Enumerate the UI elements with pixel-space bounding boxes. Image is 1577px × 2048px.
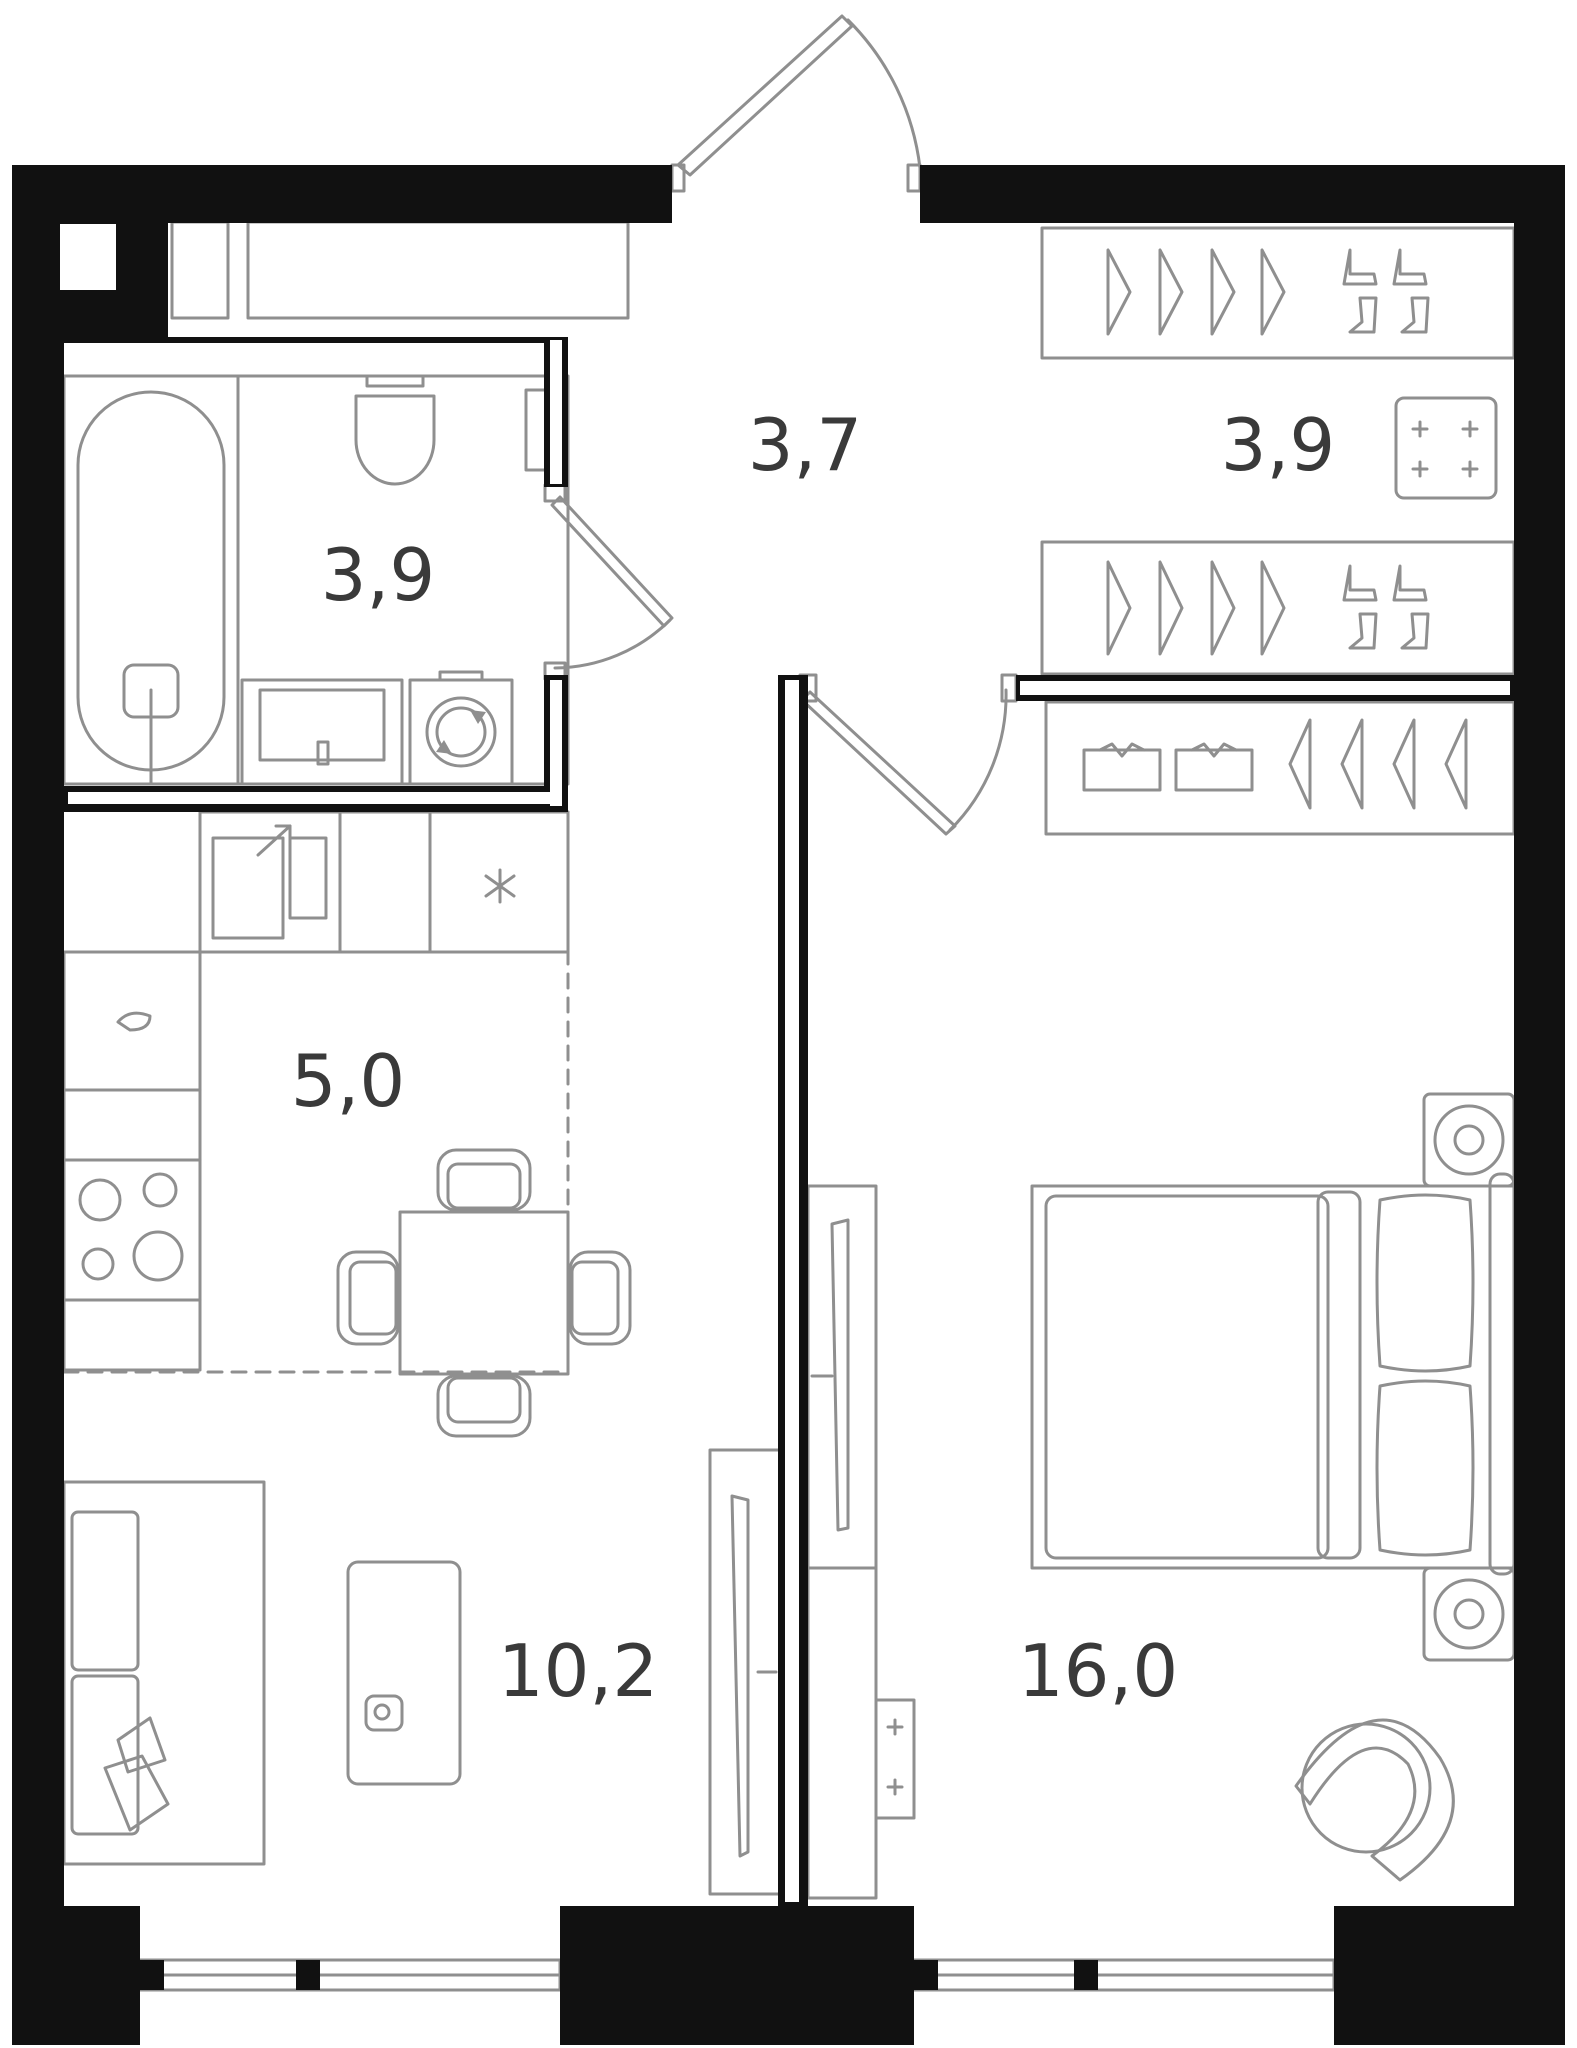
bedroom-tv-console [806, 1184, 878, 1570]
window-mullion [1074, 1960, 1098, 1990]
wall-core [1020, 681, 1510, 695]
dining-table [336, 1148, 632, 1438]
wall [64, 337, 568, 343]
wall [12, 1906, 140, 2045]
washing-machine-icon [408, 670, 514, 786]
room-area-living: 10,2 [498, 1629, 658, 1713]
tv-console [708, 1448, 782, 1896]
coffee-table [346, 1560, 462, 1786]
room-area-bathroom: 3,9 [321, 533, 436, 617]
double-bed [1030, 1092, 1516, 1662]
kitchen-zone-boundary [62, 950, 570, 1374]
room-area-wardrobe: 3,9 [1221, 403, 1336, 487]
wall [12, 165, 64, 2045]
window-mullion [296, 1960, 320, 1990]
wall-core [68, 792, 562, 804]
wall [1334, 1906, 1565, 2045]
room-area-bedroom: 16,0 [1018, 1629, 1178, 1713]
wardrobe-shelf-middle [1040, 540, 1516, 676]
window-left [138, 1958, 562, 1992]
sink-icon [240, 678, 404, 786]
cooktop-icon [78, 1172, 184, 1282]
dresser [806, 1566, 916, 1900]
utility-shaft [170, 220, 230, 320]
entrance-door [670, 14, 922, 193]
wall-core [550, 680, 562, 806]
room-area-hall: 3,7 [748, 403, 863, 487]
wardrobe-shelf-bottom [1044, 700, 1516, 836]
wall [1514, 165, 1565, 2045]
window-right [912, 1958, 1336, 1992]
wardrobe-shelf-top [1040, 226, 1516, 360]
room-area-kitchen: 5,0 [291, 1039, 406, 1123]
wardrobe-drawer [1394, 396, 1498, 500]
wall [920, 165, 1565, 223]
window-mullion [140, 1960, 164, 1990]
wall-core [550, 340, 562, 484]
armchair [1294, 1718, 1455, 1882]
utility-niche [60, 224, 116, 290]
sofa [62, 1480, 266, 1866]
bathtub [62, 374, 240, 786]
wall-core [785, 680, 799, 1902]
toilet-icon [354, 374, 436, 486]
utility-shaft [246, 220, 630, 320]
window-mullion [914, 1960, 938, 1990]
wall [560, 1906, 914, 2045]
wardrobe-door [798, 673, 1018, 836]
washing-machine-arrows [436, 710, 486, 754]
bathroom-door [543, 483, 674, 681]
